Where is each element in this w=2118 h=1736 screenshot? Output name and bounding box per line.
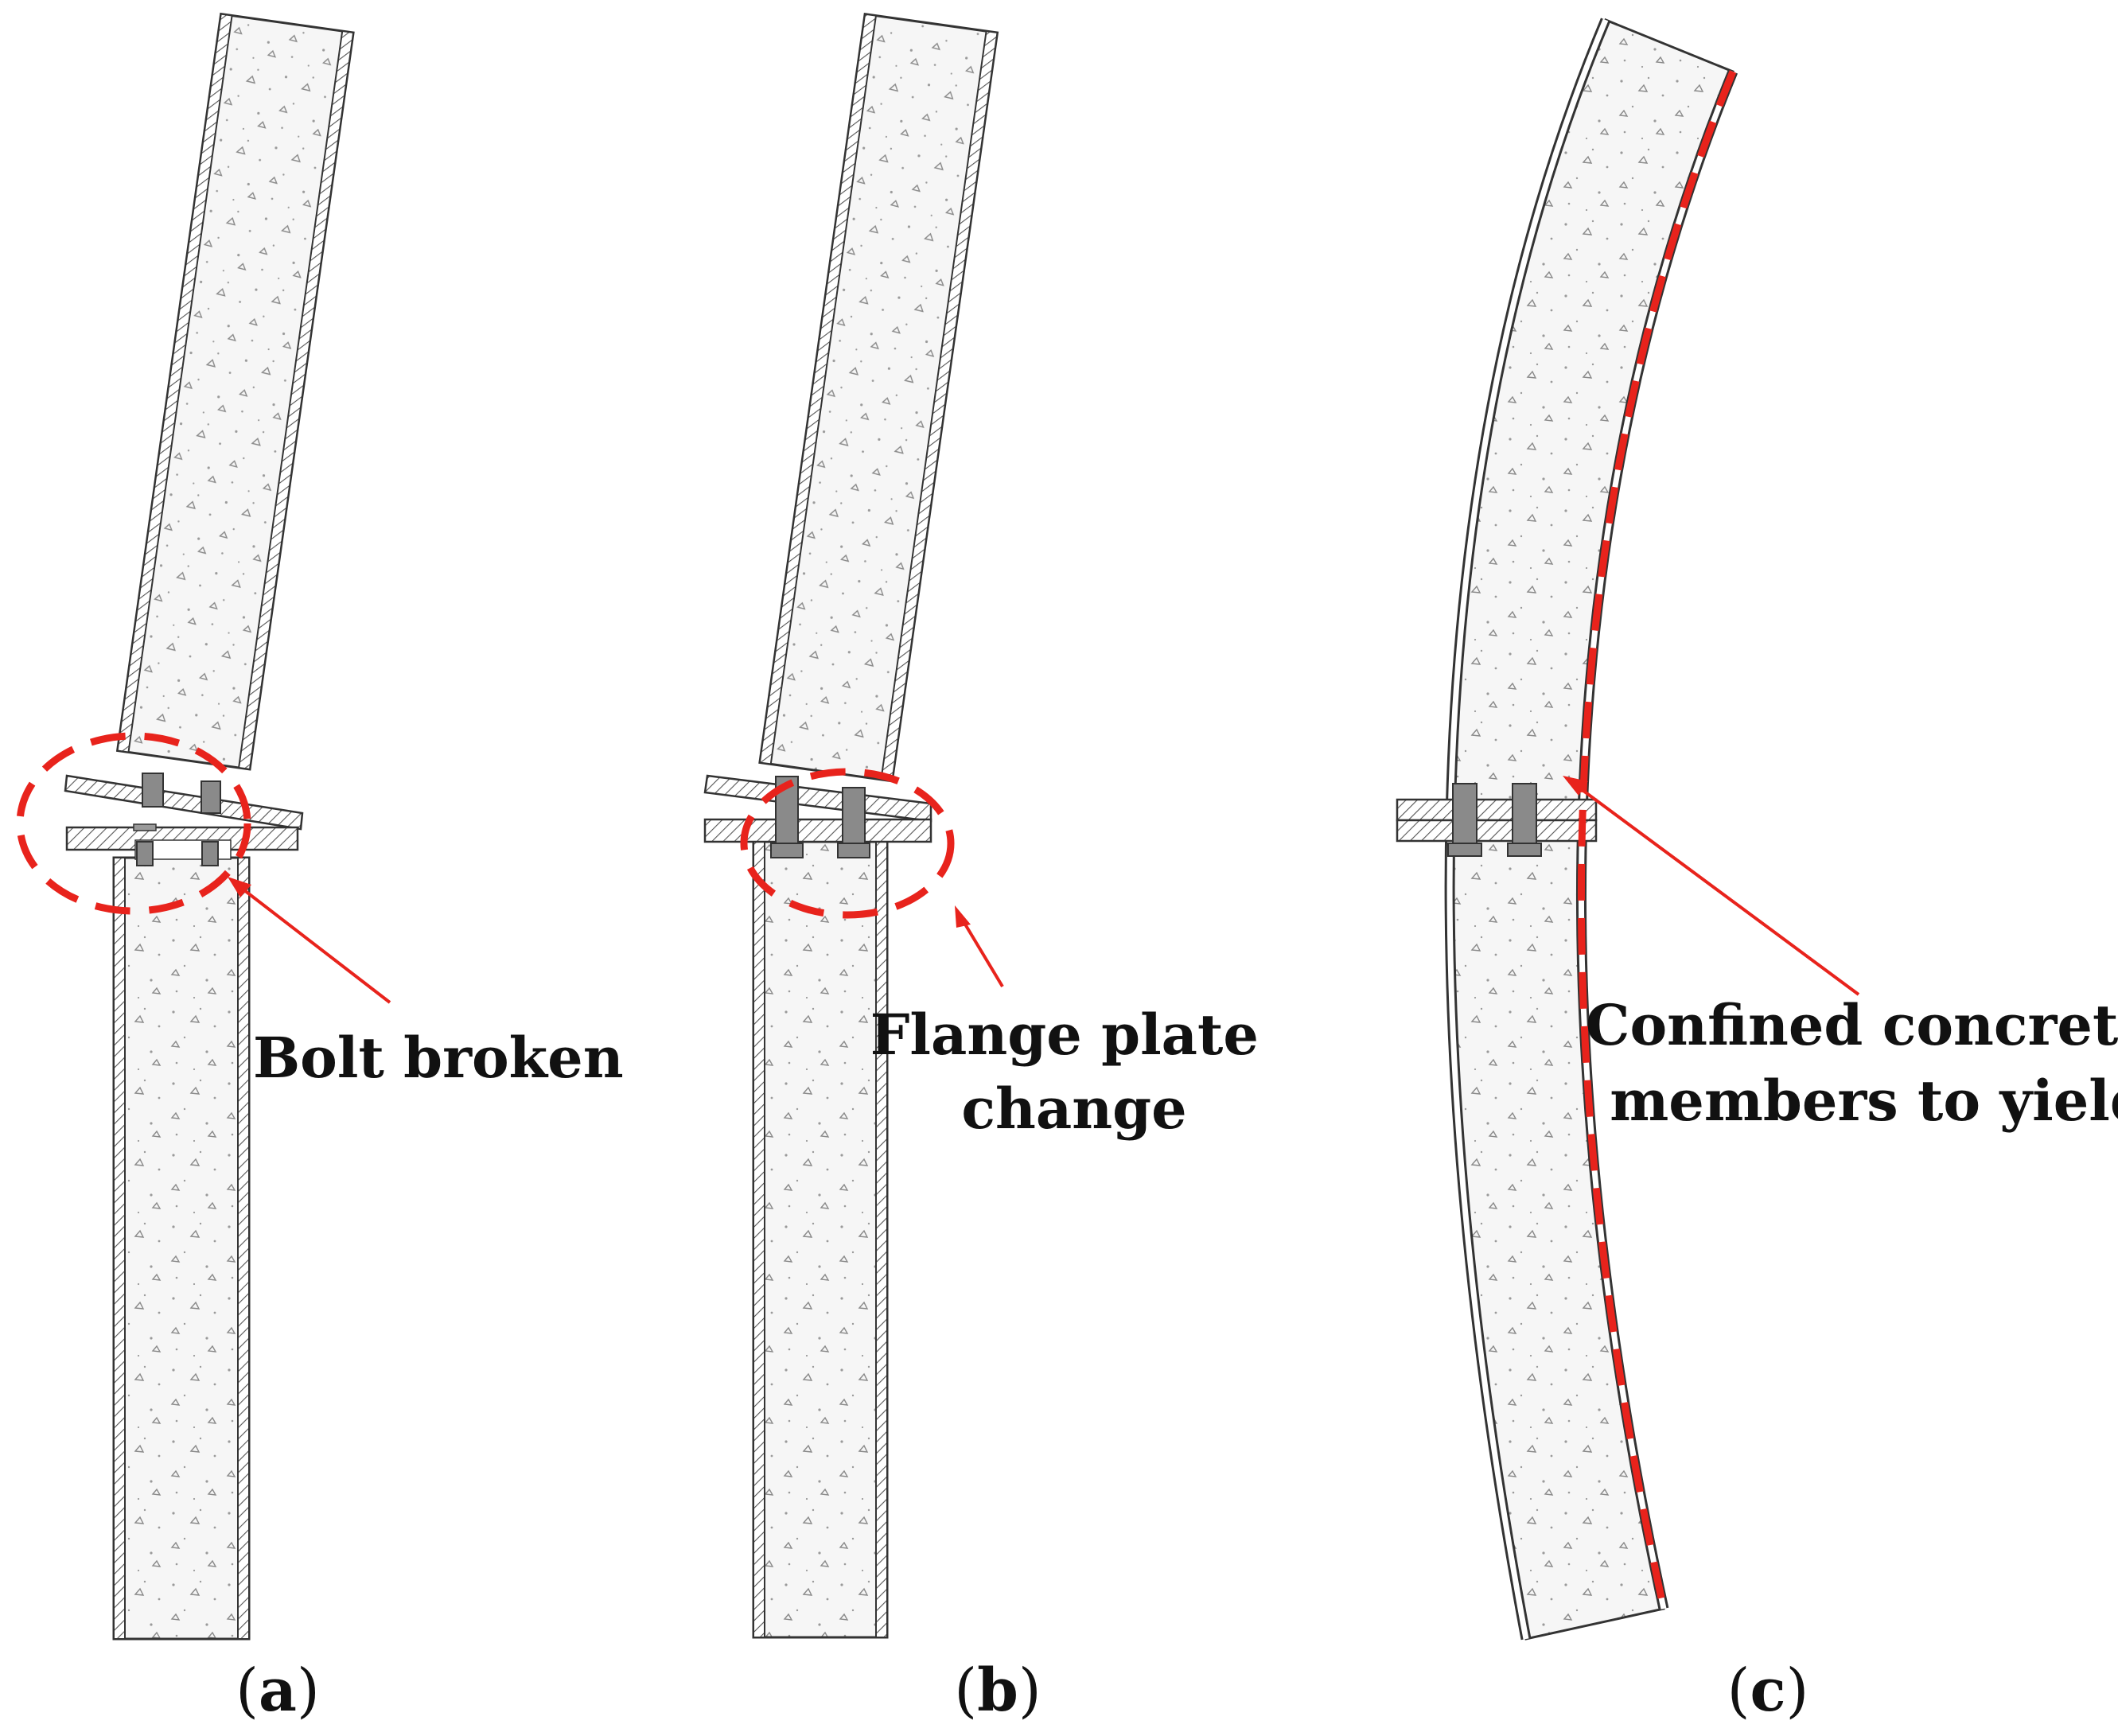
panel-c-callout: Confined concrete members to yield: [1586, 992, 2118, 1134]
panel-b-upper-column: [758, 13, 999, 783]
panel-b-flange: [703, 774, 932, 843]
panel-a: Bolt broken (a): [16, 12, 624, 1725]
panel-c: Confined concrete members to yield (c): [1396, 18, 2118, 1725]
panel-b: Flange plate change (b): [703, 13, 1279, 1725]
panel-c-callout-arrow: [1563, 776, 1860, 996]
panel-c-callout-line-2: members to yield: [1610, 1068, 2118, 1134]
panel-a-flange: [64, 774, 304, 860]
panel-b-highlight-circle: [740, 768, 955, 919]
panel-a-callout: Bolt broken: [253, 1025, 624, 1091]
panel-b-callout-line-2: change: [961, 1076, 1186, 1142]
panel-c-bolt-left: [1447, 783, 1482, 857]
panel-a-lower-column: [112, 856, 251, 1641]
panel-a-upper-column: [115, 12, 355, 771]
panel-c-bent-column: [1444, 18, 1738, 1641]
panel-b-callout-arrow: [955, 905, 1004, 988]
panel-b-callout: Flange plate change: [870, 1002, 1279, 1142]
panel-b-lower-column: [752, 840, 889, 1639]
panel-c-label: (c): [1727, 1656, 1809, 1725]
panel-b-bolt-right: [837, 787, 870, 858]
panel-b-callout-line-1: Flange plate: [870, 1002, 1259, 1068]
panel-a-label: (a): [236, 1656, 320, 1725]
panel-c-flange: [1396, 798, 1598, 843]
panel-a-callout-arrow: [228, 877, 391, 1004]
panel-a-bolt-left: [133, 773, 164, 866]
panel-a-highlight-circle: [16, 732, 251, 915]
panel-c-yield-line: [1577, 70, 1737, 1609]
panel-a-bolt-right: [201, 780, 221, 866]
panel-c-callout-line-1: Confined concrete: [1586, 992, 2118, 1058]
panel-c-bolt-right: [1507, 783, 1542, 857]
panel-b-label: (b): [954, 1656, 1041, 1725]
panel-a-callout-line-1: Bolt broken: [253, 1025, 624, 1091]
